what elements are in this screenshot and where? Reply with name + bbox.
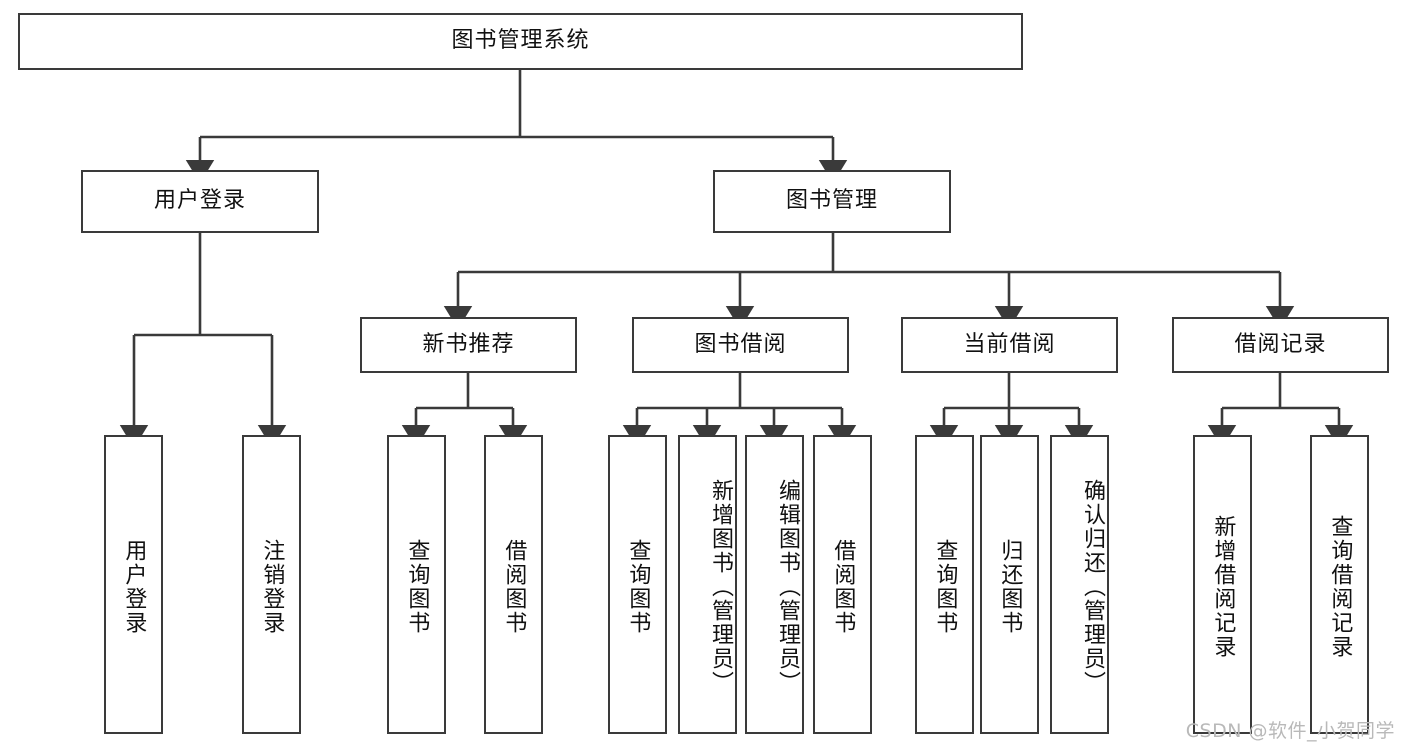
- node-label: 查询图书: [625, 538, 651, 635]
- node-label: 查询借阅记录: [1327, 514, 1353, 659]
- node-new-book-recommend[interactable]: 新书推荐: [360, 317, 577, 373]
- node-label: 新增图书（管理员）: [708, 478, 733, 695]
- leaf-return-book[interactable]: 归还图书: [980, 435, 1039, 734]
- leaf-borrow-book-1[interactable]: 借阅图书: [484, 435, 543, 734]
- leaf-confirm-return[interactable]: 确认归还（管理员）: [1050, 435, 1109, 734]
- node-book-management[interactable]: 图书管理: [713, 170, 951, 233]
- node-label: 新书推荐: [422, 331, 515, 357]
- node-current-borrow[interactable]: 当前借阅: [901, 317, 1118, 373]
- leaf-add-book[interactable]: 新增图书（管理员）: [678, 435, 737, 734]
- node-user-login[interactable]: 用户登录: [81, 170, 319, 233]
- leaf-query-book-3[interactable]: 查询图书: [915, 435, 974, 734]
- leaf-add-record[interactable]: 新增借阅记录: [1193, 435, 1252, 734]
- node-label: 借阅图书: [501, 538, 527, 635]
- leaf-user-login[interactable]: 用户登录: [104, 435, 163, 734]
- node-label: 注销登录: [259, 538, 285, 635]
- node-label: 新增借阅记录: [1210, 514, 1236, 659]
- node-label: 用户登录: [153, 188, 246, 214]
- node-label: 图书借阅: [694, 331, 787, 357]
- node-book-borrow[interactable]: 图书借阅: [632, 317, 849, 373]
- node-label: 用户登录: [121, 538, 147, 635]
- node-label: 查询图书: [932, 538, 958, 635]
- node-label: 借阅图书: [830, 538, 856, 635]
- node-label: 借阅记录: [1234, 331, 1327, 357]
- leaf-borrow-book-2[interactable]: 借阅图书: [813, 435, 872, 734]
- leaf-logout-login[interactable]: 注销登录: [242, 435, 301, 734]
- node-label: 确认归还（管理员）: [1080, 478, 1105, 695]
- node-root-book-management-system[interactable]: 图书管理系统: [18, 13, 1023, 70]
- node-label: 查询图书: [404, 538, 430, 635]
- leaf-query-record[interactable]: 查询借阅记录: [1310, 435, 1369, 734]
- node-borrow-record[interactable]: 借阅记录: [1172, 317, 1389, 373]
- node-label: 编辑图书（管理员）: [775, 478, 800, 695]
- csdn-watermark: CSDN @软件_小贺同学: [1185, 720, 1395, 742]
- node-label: 归还图书: [997, 538, 1023, 635]
- node-label: 图书管理系统: [451, 28, 590, 54]
- leaf-query-book-1[interactable]: 查询图书: [387, 435, 446, 734]
- leaf-edit-book[interactable]: 编辑图书（管理员）: [745, 435, 804, 734]
- node-label: 图书管理: [785, 188, 878, 214]
- node-label: 当前借阅: [963, 331, 1056, 357]
- leaf-query-book-2[interactable]: 查询图书: [608, 435, 667, 734]
